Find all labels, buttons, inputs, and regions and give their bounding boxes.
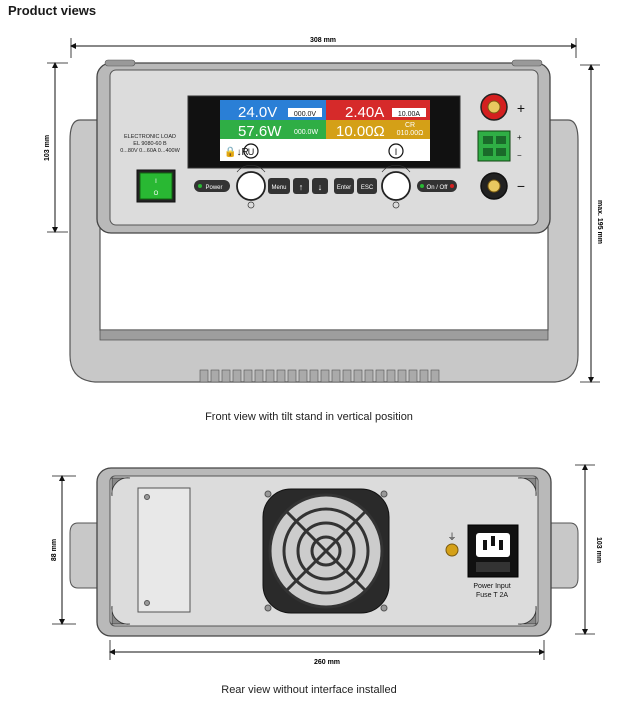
mains-switch-off-label: O (154, 191, 159, 197)
svg-text:⏚: ⏚ (447, 532, 456, 542)
rear-width-dimension: 260 mm (314, 659, 340, 666)
front-view: 308 mm 103 mm max. 195 mm (44, 37, 603, 383)
handle-grip-teeth (199, 369, 440, 383)
rear-view-caption: Rear view without interface installed (221, 684, 397, 696)
right-rotary-knob (381, 171, 411, 201)
voltage-value: 24.0V (238, 104, 277, 121)
esc-button-label: ESC (361, 185, 374, 191)
current-setpoint: 10.00A (398, 111, 421, 118)
resistance-panel (326, 120, 430, 139)
mains-switch (139, 172, 173, 200)
front-height-dimension: 103 mm (44, 135, 51, 161)
sense-minus-label: − (517, 151, 522, 160)
mode-indicator: CR (405, 122, 415, 129)
front-view-caption: Front view with tilt stand in vertical p… (205, 411, 413, 423)
tilt-stand-handle (69, 119, 579, 383)
ground-screw (445, 543, 459, 557)
voltage-setpoint: 000.0V (294, 111, 317, 118)
model-line-3: 0...80V 0...60A 0...400W (120, 148, 180, 154)
resistance-setpoint: 010.00Ω (397, 130, 424, 137)
model-line-2: EL 9080-60 B (133, 141, 167, 147)
fuse-label: Fuse T 2A (476, 592, 508, 599)
sense-plus-label: + (517, 133, 522, 142)
rear-view: 103 mm 88 mm 260 mm (51, 464, 602, 666)
status-panel (220, 139, 430, 161)
knob-u-indicator: U (248, 147, 255, 157)
negative-terminal-label: − (517, 178, 525, 194)
power-value: 57.6W (238, 123, 282, 140)
up-button-label: ↑ (299, 182, 304, 192)
status-indicators: 🔒↓R (224, 146, 249, 158)
current-value: 2.40A (345, 104, 384, 121)
on-off-button-label: On / Off (427, 185, 448, 191)
front-max-height-dimension: max. 195 mm (596, 200, 603, 244)
enter-button-label: Enter (337, 185, 351, 191)
power-button-label: Power (205, 185, 222, 191)
menu-button-label: Menu (271, 185, 286, 191)
rear-height-right-dimension: 103 mm (595, 537, 602, 563)
front-width-dimension: 308 mm (310, 37, 336, 44)
page-heading: Product views (8, 3, 97, 18)
power-setpoint: 000.0W (294, 129, 319, 136)
interface-slot-cover (137, 487, 191, 613)
left-rotary-knob (236, 171, 266, 201)
rear-height-left-dimension: 88 mm (51, 539, 58, 561)
resistance-value: 10.00Ω (336, 123, 385, 140)
mains-switch-on-label: I (155, 179, 157, 185)
model-line-1: ELECTRONIC LOAD (124, 134, 176, 140)
sense-connector (477, 130, 511, 162)
power-panel (220, 120, 326, 139)
knob-i-indicator: I (395, 147, 398, 157)
positive-terminal-label: + (517, 100, 525, 116)
down-button-label: ↓ (318, 182, 323, 192)
power-input-label: Power Input (473, 583, 510, 590)
